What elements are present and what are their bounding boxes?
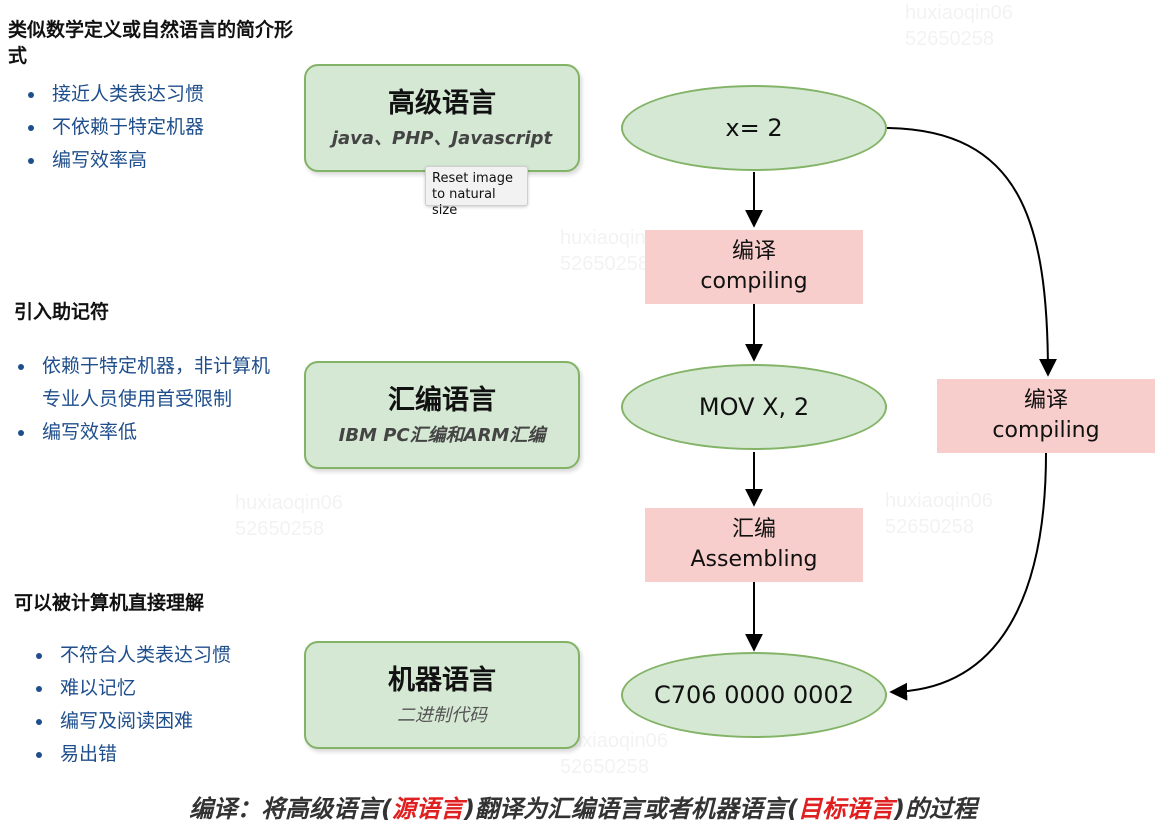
watermark-line: huxiaoqin06: [235, 492, 343, 514]
step-compiling: 编译 compiling: [645, 230, 863, 304]
watermark-line: 52650258: [560, 756, 649, 778]
bullet-list-machine: 不符合人类表达习惯 难以记忆 编写及阅读困难 易出错: [30, 639, 290, 771]
watermark-line: 52650258: [905, 28, 994, 50]
node-high-level-code: x= 2: [621, 85, 887, 171]
list-item: 依赖于特定机器，非计算机专业人员使用首受限制: [12, 350, 280, 416]
watermark-line: huxiaoqin06: [560, 730, 668, 752]
node-machine-code: C706 0000 0002: [621, 652, 887, 738]
level-subtitle: 二进制代码: [397, 705, 487, 726]
section-title-machine: 可以被计算机直接理解: [14, 592, 205, 614]
step-direct-compiling: 编译 compiling: [937, 379, 1155, 453]
caption-part: 编译：将高级语言(: [189, 795, 393, 823]
tooltip-line: to natural size: [432, 187, 496, 218]
list-item: 编写及阅读困难: [30, 705, 290, 738]
watermark: huxiaoqin06 52650258: [905, 0, 1013, 52]
list-item: 难以记忆: [30, 672, 290, 705]
bullet-list-assembly: 依赖于特定机器，非计算机专业人员使用首受限制 编写效率低: [12, 350, 280, 449]
caption-part: )翻译为汇编语言或者机器语言(: [464, 795, 798, 823]
level-title: 高级语言: [388, 88, 496, 119]
step-label-cn: 编译: [731, 239, 776, 264]
arrow-direct-compile-to-machine: [889, 452, 1047, 701]
step-label-cn: 编译: [1023, 388, 1068, 413]
watermark: huxiaoqin06 52650258: [560, 225, 668, 277]
list-item: 不依赖于特定机器: [22, 111, 292, 144]
watermark-line: 52650258: [235, 518, 324, 540]
tooltip-line: Reset image: [432, 171, 513, 186]
level-box-machine: 机器语言 二进制代码: [304, 641, 580, 749]
level-subtitle: IBM PC汇编和ARM汇编: [338, 425, 546, 446]
watermark: huxiaoqin06 52650258: [235, 490, 343, 542]
arrow-high-to-direct-compile: [886, 127, 1057, 377]
watermark-line: 52650258: [560, 253, 649, 275]
watermark-line: huxiaoqin06: [885, 490, 993, 512]
caption-part: )的过程: [893, 795, 977, 823]
reset-image-tooltip: Reset image to natural size: [425, 166, 528, 218]
bullet-list-high-level: 接近人类表达习惯 不依赖于特定机器 编写效率高: [22, 78, 292, 177]
watermark: huxiaoqin06 52650258: [560, 728, 668, 780]
level-box-assembly: 汇编语言 IBM PC汇编和ARM汇编: [304, 361, 580, 469]
watermark-line: huxiaoqin06: [560, 227, 668, 249]
list-item: 易出错: [30, 738, 290, 771]
step-label-en: compiling: [700, 269, 808, 294]
watermark-line: 52650258: [885, 516, 974, 538]
caption: 编译：将高级语言(源语言)翻译为汇编语言或者机器语言(目标语言)的过程: [0, 789, 1166, 824]
step-label-en: compiling: [992, 418, 1100, 443]
step-assembling: 汇编 Assembling: [645, 508, 863, 582]
watermark: huxiaoqin06 52650258: [885, 488, 993, 540]
section-title-high-level: 类似数学定义或自然语言的简介形式: [8, 19, 294, 67]
step-label-en: Assembling: [690, 547, 818, 572]
level-subtitle: java、PHP、Javascript: [331, 128, 553, 149]
section-title-assembly: 引入助记符: [14, 301, 110, 323]
list-item: 编写效率低: [12, 416, 280, 449]
caption-target-language: 目标语言: [797, 795, 894, 823]
list-item: 不符合人类表达习惯: [30, 639, 290, 672]
step-label-cn: 汇编: [731, 517, 776, 542]
list-item: 接近人类表达习惯: [22, 78, 292, 111]
list-item: 编写效率高: [22, 144, 292, 177]
level-title: 汇编语言: [388, 385, 496, 416]
level-title: 机器语言: [388, 665, 496, 696]
node-assembly-code: MOV X, 2: [621, 364, 887, 450]
watermark-line: huxiaoqin06: [905, 2, 1013, 24]
caption-source-language: 源语言: [392, 795, 465, 823]
